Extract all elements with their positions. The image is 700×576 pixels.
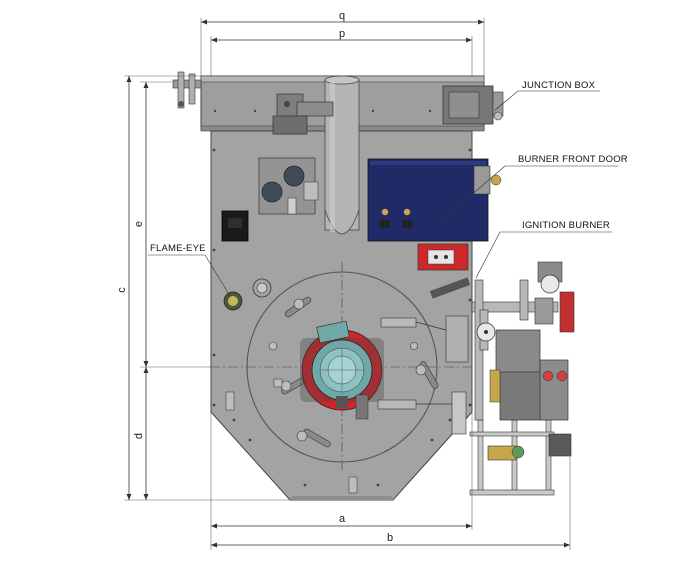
pressure-switch-panel (258, 157, 319, 215)
junction-box-icon (442, 85, 504, 125)
dimension-a: a (210, 412, 473, 530)
dimension-e: e (133, 81, 210, 368)
dim-label-b: b (387, 532, 393, 544)
callout-label-flame-eye: FLAME-EYE (150, 243, 206, 254)
callout-junction-box: JUNCTION BOX (494, 80, 600, 111)
dim-label-d: d (133, 433, 145, 439)
dim-label-e: e (133, 221, 145, 227)
control-box (221, 210, 249, 242)
dim-label-c: c (116, 287, 128, 293)
callout-flame-eye: FLAME-EYE (148, 243, 231, 297)
dim-label-p: p (339, 28, 345, 40)
callout-ignition-burner: IGNITION BURNER (475, 220, 612, 279)
dimension-b: b (210, 456, 571, 550)
callout-label-burner-front-door: BURNER FRONT DOOR (518, 154, 628, 165)
motor-icon (300, 320, 384, 411)
flame-eye-icon (223, 278, 272, 311)
burner-front-door-icon (367, 158, 502, 242)
top-left-fitting (172, 71, 202, 109)
small-fittings (225, 378, 358, 494)
dimension-c: c (116, 75, 290, 501)
valve-train-icon (469, 261, 575, 496)
dimension-q: q (200, 10, 485, 76)
servo-motor (272, 93, 334, 135)
linkage-bracket (355, 315, 469, 435)
callout-burner-front-door: BURNER FRONT DOOR (439, 154, 628, 223)
dimension-d: d (133, 367, 149, 500)
ignition-burner-icon (417, 243, 471, 299)
screws (212, 109, 472, 487)
callout-label-junction-box: JUNCTION BOX (522, 80, 596, 91)
vertical-pipe (324, 75, 360, 235)
dim-label-q: q (339, 10, 345, 22)
dimension-p: p (210, 28, 473, 76)
dim-label-a: a (339, 513, 346, 525)
callout-label-ignition-burner: IGNITION BURNER (522, 220, 610, 231)
